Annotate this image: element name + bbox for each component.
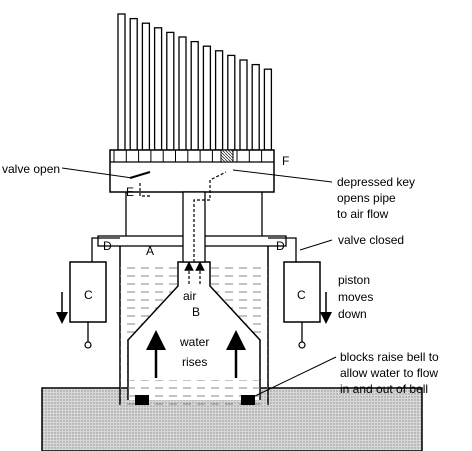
label-water: water: [179, 335, 209, 349]
organ-pipe: [214, 50, 224, 151]
label-piston-1: piston: [338, 273, 370, 287]
cylinder-left: [69, 261, 107, 323]
label-b: B: [192, 305, 200, 319]
depressed-key: [220, 149, 234, 163]
label-valve-closed: valve closed: [338, 233, 404, 247]
organ-pipe: [227, 54, 236, 151]
label-rises: rises: [182, 355, 207, 369]
organ-pipe: [239, 59, 248, 151]
organ-pipe: [178, 36, 187, 151]
label-f: F: [282, 154, 289, 168]
organ-pipe: [263, 68, 273, 151]
label-valve-open: valve open: [2, 162, 60, 176]
label-depressed-key-3: to air flow: [337, 207, 389, 221]
organ-pipe: [202, 45, 212, 151]
organ-pipe: [117, 13, 126, 151]
valve-e: [129, 171, 151, 179]
label-air: air: [183, 289, 196, 303]
label-blocks-3: in and out of bell: [340, 382, 428, 396]
label-depressed-key-2: opens pipe: [337, 191, 396, 205]
label-d-right: D: [276, 239, 285, 253]
cylinder-right: [283, 261, 321, 323]
label-d-left: D: [103, 239, 112, 253]
windchest: [109, 149, 275, 193]
block-left: [135, 395, 149, 405]
organ-pipe: [251, 63, 260, 151]
label-e: E: [126, 185, 134, 199]
label-piston-2: moves: [338, 290, 373, 304]
label-c-left: C: [84, 288, 93, 302]
label-c-right: C: [297, 288, 306, 302]
organ-pipe: [141, 22, 151, 151]
air-flow-path: [193, 171, 227, 262]
organ-pipe: [166, 31, 175, 151]
label-blocks-1: blocks raise bell to: [340, 350, 439, 364]
block-right: [241, 395, 255, 405]
key-slots: [113, 150, 263, 162]
label-piston-3: down: [338, 307, 367, 321]
label-blocks-2: allow water to flow: [340, 366, 438, 380]
organ-pipe: [153, 27, 163, 151]
organ-pipe: [129, 17, 138, 151]
label-depressed-key-1: depressed key: [337, 175, 415, 189]
label-a: A: [146, 244, 154, 258]
organ-pipe: [190, 40, 199, 151]
organ-pipes: [117, 13, 273, 151]
